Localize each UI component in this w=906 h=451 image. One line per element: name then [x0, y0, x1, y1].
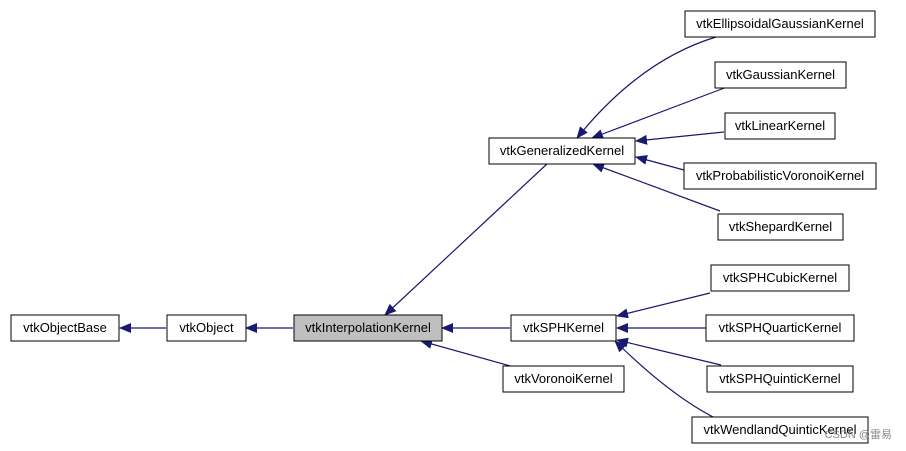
- nodes: vtkObjectBase vtkObject vtkInterpolation…: [10, 10, 877, 444]
- node-vtkGaussianKernel[interactable]: vtkGaussianKernel: [714, 61, 847, 89]
- edge-vtkSPHQuinticKernel-to-vtkSPHKernel: [616, 337, 722, 366]
- node-vtkGeneralizedKernel[interactable]: vtkGeneralizedKernel: [488, 137, 636, 165]
- node-label-vtkSPHCubicKernel: vtkSPHCubicKernel: [723, 270, 837, 285]
- node-label-vtkObject: vtkObject: [179, 320, 234, 335]
- node-label-vtkEllipsoidalGaussianKernel: vtkEllipsoidalGaussianKernel: [696, 16, 864, 31]
- edge-vtkSPHCubicKernel-to-vtkSPHKernel: [616, 292, 711, 319]
- edges: [119, 36, 728, 419]
- node-label-vtkInterpolationKernel: vtkInterpolationKernel: [305, 320, 431, 335]
- edge-vtkWendlandQuinticKernel-to-vtkSPHKernel: [614, 340, 716, 419]
- node-label-vtkGaussianKernel: vtkGaussianKernel: [726, 67, 835, 82]
- node-label-vtkProbabilisticVoronoiKernel: vtkProbabilisticVoronoiKernel: [696, 168, 864, 183]
- node-label-vtkGeneralizedKernel: vtkGeneralizedKernel: [500, 143, 624, 158]
- node-vtkEllipsoidalGaussianKernel[interactable]: vtkEllipsoidalGaussianKernel: [684, 10, 876, 38]
- node-vtkObjectBase[interactable]: vtkObjectBase: [10, 314, 120, 342]
- edge-vtkLinearKernel-to-vtkGeneralizedKernel: [635, 131, 725, 145]
- edge-vtkProbabilisticVoronoiKernel-to-vtkGeneralizedKernel: [635, 155, 685, 171]
- node-label-vtkSPHKernel: vtkSPHKernel: [523, 320, 604, 335]
- node-vtkWendlandQuinticKernel[interactable]: vtkWendlandQuinticKernel: [691, 416, 869, 444]
- edge-vtkGaussianKernel-to-vtkGeneralizedKernel: [591, 86, 728, 139]
- node-label-vtkSPHQuarticKernel: vtkSPHQuarticKernel: [719, 320, 842, 335]
- node-vtkSPHQuinticKernel[interactable]: vtkSPHQuinticKernel: [706, 365, 854, 393]
- edge-vtkVoronoiKernel-to-vtkInterpolationKernel: [420, 339, 515, 368]
- node-vtkLinearKernel[interactable]: vtkLinearKernel: [724, 112, 836, 140]
- watermark: CSDN @雷易: [824, 429, 892, 441]
- node-vtkInterpolationKernel[interactable]: vtkInterpolationKernel: [293, 314, 443, 342]
- node-vtkSPHCubicKernel[interactable]: vtkSPHCubicKernel: [710, 264, 850, 292]
- node-label-vtkShepardKernel: vtkShepardKernel: [729, 219, 832, 234]
- node-label-vtkLinearKernel: vtkLinearKernel: [735, 118, 825, 133]
- node-label-vtkSPHQuinticKernel: vtkSPHQuinticKernel: [719, 371, 840, 386]
- node-vtkShepardKernel[interactable]: vtkShepardKernel: [717, 213, 844, 241]
- edge-vtkShepardKernel-to-vtkGeneralizedKernel: [592, 163, 721, 212]
- node-vtkSPHKernel[interactable]: vtkSPHKernel: [510, 314, 617, 342]
- node-label-vtkVoronoiKernel: vtkVoronoiKernel: [514, 371, 612, 386]
- node-label-vtkObjectBase: vtkObjectBase: [23, 320, 107, 335]
- node-vtkVoronoiKernel[interactable]: vtkVoronoiKernel: [502, 365, 625, 393]
- node-vtkObject[interactable]: vtkObject: [166, 314, 247, 342]
- node-label-vtkWendlandQuinticKernel: vtkWendlandQuinticKernel: [704, 422, 857, 437]
- edge-vtkEllipsoidalGaussianKernel-to-vtkGeneralizedKernel: [576, 36, 717, 139]
- node-vtkProbabilisticVoronoiKernel[interactable]: vtkProbabilisticVoronoiKernel: [683, 162, 877, 190]
- node-vtkSPHQuarticKernel[interactable]: vtkSPHQuarticKernel: [705, 314, 855, 342]
- edge-vtkGeneralizedKernel-to-vtkInterpolationKernel: [384, 162, 549, 316]
